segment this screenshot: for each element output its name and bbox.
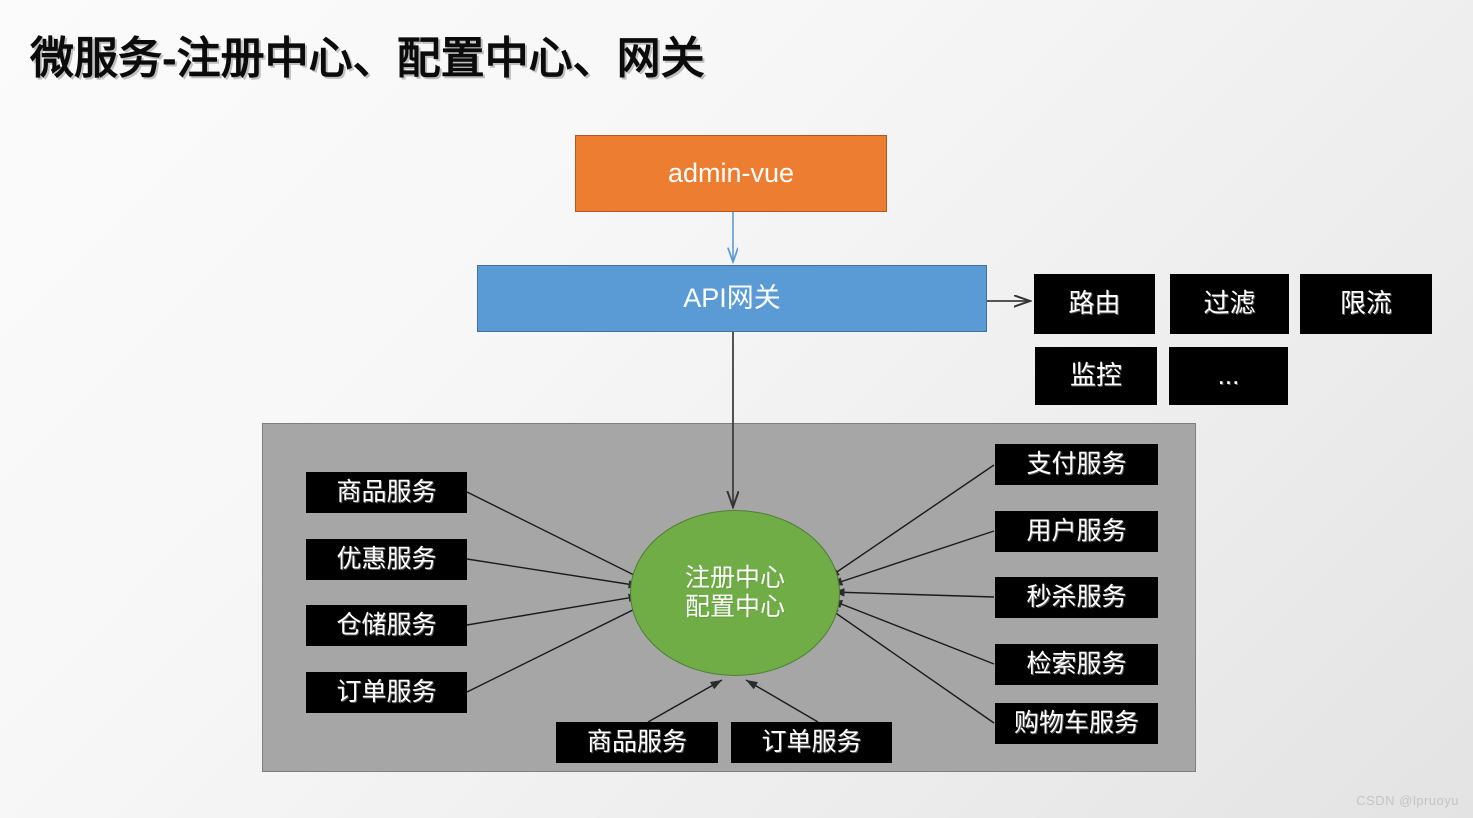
service-product-bottom[interactable]: 商品服务 bbox=[556, 722, 718, 763]
gateway-feature-ratelimit[interactable]: 限流 bbox=[1300, 274, 1432, 334]
service-order-bottom[interactable]: 订单服务 bbox=[731, 722, 892, 763]
watermark: CSDN @lpruoyu bbox=[1356, 793, 1459, 808]
service-user[interactable]: 用户服务 bbox=[995, 511, 1158, 552]
page-title: 微服务-注册中心、配置中心、网关 bbox=[30, 34, 705, 83]
service-order-left[interactable]: 订单服务 bbox=[306, 672, 467, 713]
gateway-feature-routing[interactable]: 路由 bbox=[1034, 274, 1155, 334]
service-coupon[interactable]: 优惠服务 bbox=[306, 539, 467, 580]
service-product-left[interactable]: 商品服务 bbox=[306, 472, 467, 513]
service-search[interactable]: 检索服务 bbox=[995, 644, 1158, 685]
gateway-feature-more[interactable]: ... bbox=[1169, 347, 1288, 405]
gateway-feature-monitor[interactable]: 监控 bbox=[1035, 347, 1157, 405]
api-gateway-node[interactable]: API网关 bbox=[477, 265, 987, 332]
admin-vue-node[interactable]: admin-vue bbox=[575, 135, 887, 212]
service-payment[interactable]: 支付服务 bbox=[995, 444, 1158, 485]
gateway-feature-filter[interactable]: 过滤 bbox=[1170, 274, 1289, 334]
service-warehouse[interactable]: 仓储服务 bbox=[306, 605, 467, 646]
registry-center-label: 注册中心 bbox=[684, 564, 785, 593]
registry-config-center-node[interactable]: 注册中心 配置中心 bbox=[630, 510, 840, 676]
service-cart[interactable]: 购物车服务 bbox=[995, 703, 1158, 744]
config-center-label: 配置中心 bbox=[684, 593, 785, 621]
service-seckill[interactable]: 秒杀服务 bbox=[995, 577, 1158, 618]
